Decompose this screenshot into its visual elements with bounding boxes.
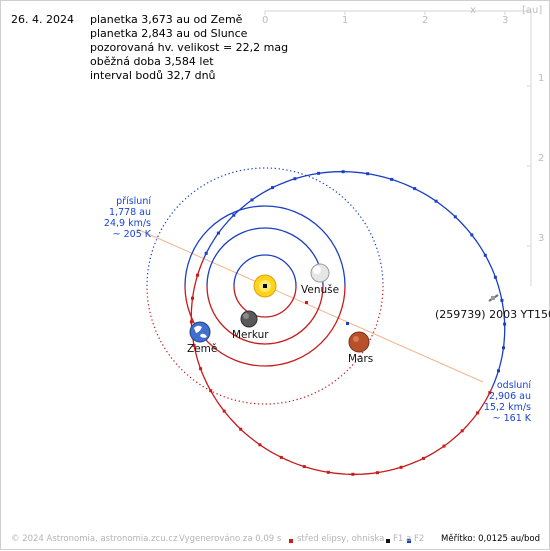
orbit-position-dot bbox=[191, 296, 194, 300]
axis-y-tick: 2 bbox=[538, 153, 545, 164]
orbit-position-dot bbox=[239, 427, 243, 431]
info-magnitude: pozorovaná hv. velikost = 22,2 mag bbox=[90, 41, 289, 54]
aphelion-label: odsluní 2,906 au 15,2 km/s ~ 161 K bbox=[481, 380, 531, 424]
asteroid-marker bbox=[488, 294, 499, 302]
mercury bbox=[240, 310, 258, 328]
orbit-position-dot bbox=[196, 273, 199, 277]
au-axes bbox=[264, 10, 532, 286]
aphelion-temperature: ~ 161 K bbox=[492, 413, 531, 424]
orbit-position-dot bbox=[502, 346, 505, 350]
earth-orbit-far bbox=[184, 285, 346, 367]
orbit-position-dot bbox=[199, 367, 203, 371]
orbit-position-dot bbox=[366, 172, 370, 176]
orbit-position-dot bbox=[341, 170, 345, 174]
orbit-position-dot bbox=[271, 186, 274, 190]
earth bbox=[189, 321, 211, 343]
axis-x-tick: 2 bbox=[422, 15, 429, 26]
orbit-position-dot bbox=[470, 233, 474, 237]
sun bbox=[253, 274, 277, 298]
orbit-position-dot bbox=[422, 456, 425, 460]
perihelion-label: přísluní 1,778 au 24,9 km/s ~ 205 K bbox=[91, 196, 151, 240]
orbit-dots bbox=[189, 170, 507, 476]
orbit-position-dot bbox=[493, 275, 497, 279]
ellipse-center-marker bbox=[346, 322, 349, 325]
orbit-position-dot bbox=[500, 298, 504, 302]
footer-legend-center: střed elipsy, ohniska bbox=[297, 534, 385, 544]
perihelion-title: přísluní bbox=[116, 196, 151, 207]
footer-legend-f2: F2 bbox=[414, 534, 425, 544]
venus-orbit-far bbox=[206, 285, 324, 345]
orbit-position-dot bbox=[232, 213, 236, 217]
orbit-position-dot bbox=[189, 320, 193, 324]
orbit-position-dot bbox=[216, 231, 220, 235]
legend-swatches bbox=[289, 539, 411, 543]
orbit-position-dot bbox=[476, 411, 480, 415]
ellipse-focus-marker bbox=[305, 301, 308, 304]
orbit-position-dot bbox=[375, 471, 379, 475]
orbit-position-dot bbox=[209, 389, 213, 393]
orbit-position-dot bbox=[222, 409, 226, 413]
perihelion-speed: 24,9 km/s bbox=[103, 218, 151, 229]
mars-orbit-near bbox=[146, 167, 384, 287]
orbit-position-dot bbox=[326, 470, 330, 474]
current-date: 26. 4. 2024 bbox=[11, 13, 74, 26]
orbit-position-dot bbox=[483, 253, 487, 257]
aphelion-speed: 15,2 km/s bbox=[483, 402, 531, 413]
orbit-position-dot bbox=[413, 187, 417, 191]
orbit-position-dot bbox=[390, 177, 394, 181]
axis-unit-label: [au] bbox=[522, 5, 543, 16]
axis-x-tick: 1 bbox=[342, 15, 349, 26]
earth-label: Země bbox=[187, 343, 218, 355]
orbit-position-dot bbox=[399, 465, 403, 469]
info-sun-distance: planetka 2,843 au od Slunce bbox=[90, 27, 248, 40]
mars-orbit-far bbox=[146, 285, 384, 405]
orbit-position-dot bbox=[434, 199, 438, 203]
footer-scale: Měřítko: 0,0125 au/bod bbox=[441, 534, 541, 544]
orbit-position-dot bbox=[453, 215, 457, 219]
orbit-position-dot bbox=[317, 171, 321, 175]
earth-orbit-near bbox=[184, 205, 346, 287]
orbit-position-dot bbox=[279, 455, 283, 459]
info-earth-distance: planetka 3,673 au od Země bbox=[90, 13, 243, 26]
info-orbital-period: oběžná doba 3,584 let bbox=[90, 55, 214, 68]
orbit-position-dot bbox=[497, 369, 500, 373]
orbit-position-dot bbox=[442, 444, 446, 448]
axis-x-label: x bbox=[470, 5, 476, 16]
orbits bbox=[146, 167, 506, 475]
mars bbox=[348, 331, 370, 353]
mercury-orbit-far bbox=[233, 285, 297, 318]
orbit-position-dot bbox=[250, 198, 254, 202]
mercury-orbit-near bbox=[233, 254, 297, 287]
orbit-position-dot bbox=[488, 391, 492, 395]
axis-x-tick: 0 bbox=[262, 15, 269, 26]
info-point-interval: interval bodů 32,7 dnů bbox=[90, 69, 216, 82]
aphelion-distance: 2,906 au bbox=[488, 391, 531, 402]
axis-y-tick: 1 bbox=[538, 73, 545, 84]
orbit-position-dot bbox=[258, 443, 262, 447]
venus-orbit-near bbox=[206, 227, 324, 287]
perihelion-distance: 1,778 au bbox=[108, 207, 151, 218]
axis-y-tick: 3 bbox=[538, 233, 545, 244]
orbit-position-dot bbox=[293, 177, 297, 181]
mercury-label: Merkur bbox=[232, 329, 269, 341]
mars-label: Mars bbox=[348, 353, 374, 365]
footer-copyright: © 2024 Astronomia, astronomia.zcu.cz bbox=[11, 534, 178, 544]
aphelion-title: odsluní bbox=[496, 380, 531, 391]
orbit-position-dot bbox=[460, 429, 464, 433]
asteroid-name: (259739) 2003 YT150 bbox=[435, 308, 550, 321]
perihelion-temperature: ~ 205 K bbox=[112, 229, 151, 240]
orbit-position-dot bbox=[204, 251, 208, 255]
footer-generated: Vygenerováno za 0,09 s bbox=[179, 534, 282, 544]
apsides-line bbox=[136, 228, 484, 383]
axis-x-tick: 3 bbox=[502, 15, 509, 26]
footer-legend-f1: F1 a bbox=[393, 534, 412, 544]
orbit-position-dot bbox=[503, 322, 507, 326]
venus bbox=[310, 263, 330, 283]
orbit-position-dot bbox=[192, 344, 196, 348]
orbit-position-dot bbox=[302, 465, 306, 469]
orbit-position-dot bbox=[351, 472, 355, 476]
venus-label: Venuše bbox=[301, 284, 340, 296]
